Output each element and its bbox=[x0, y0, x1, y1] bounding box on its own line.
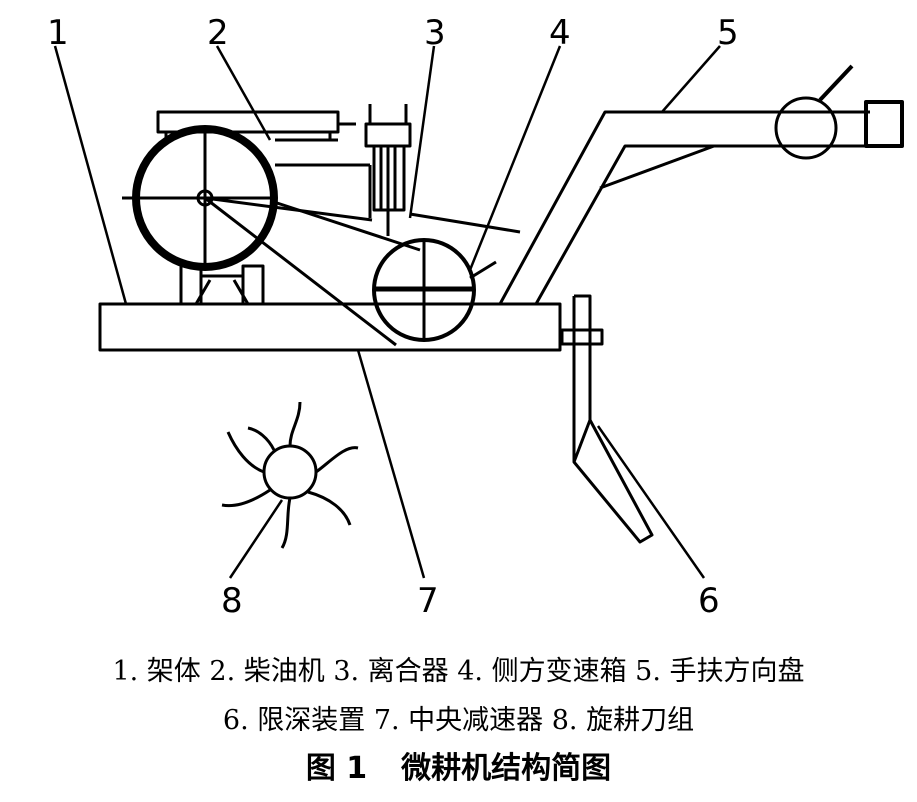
side-gearbox bbox=[372, 238, 497, 342]
label-5: 5 bbox=[717, 13, 739, 53]
legend-line-1: 1. 架体 2. 柴油机 3. 离合器 4. 侧方变速箱 5. 手扶方向盘 bbox=[112, 656, 805, 687]
tiller-structure-diagram: 1 2 3 4 5 6 7 8 bbox=[47, 13, 904, 621]
label-6: 6 bbox=[698, 581, 720, 621]
diesel-engine bbox=[132, 110, 372, 271]
frame bbox=[98, 264, 562, 352]
figure-number: 图 1 bbox=[305, 751, 368, 786]
label-4: 4 bbox=[549, 13, 571, 53]
label-3: 3 bbox=[424, 13, 446, 53]
label-7: 7 bbox=[417, 581, 439, 621]
rotary-tiller-blades bbox=[221, 401, 359, 549]
handlebar bbox=[498, 64, 904, 305]
figure-caption: 图 1 微耕机结构简图 bbox=[0, 754, 917, 784]
drive-belt bbox=[122, 196, 421, 347]
label-2: 2 bbox=[207, 13, 229, 53]
figure-title: 微耕机结构简图 bbox=[401, 751, 612, 786]
label-1: 1 bbox=[47, 13, 69, 53]
leader-lines bbox=[53, 45, 721, 579]
clutch bbox=[364, 104, 521, 236]
label-8: 8 bbox=[221, 581, 243, 621]
depth-limiter bbox=[560, 294, 654, 544]
legend-line-2: 6. 限深装置 7. 中央减速器 8. 旋耕刀组 bbox=[222, 705, 695, 736]
